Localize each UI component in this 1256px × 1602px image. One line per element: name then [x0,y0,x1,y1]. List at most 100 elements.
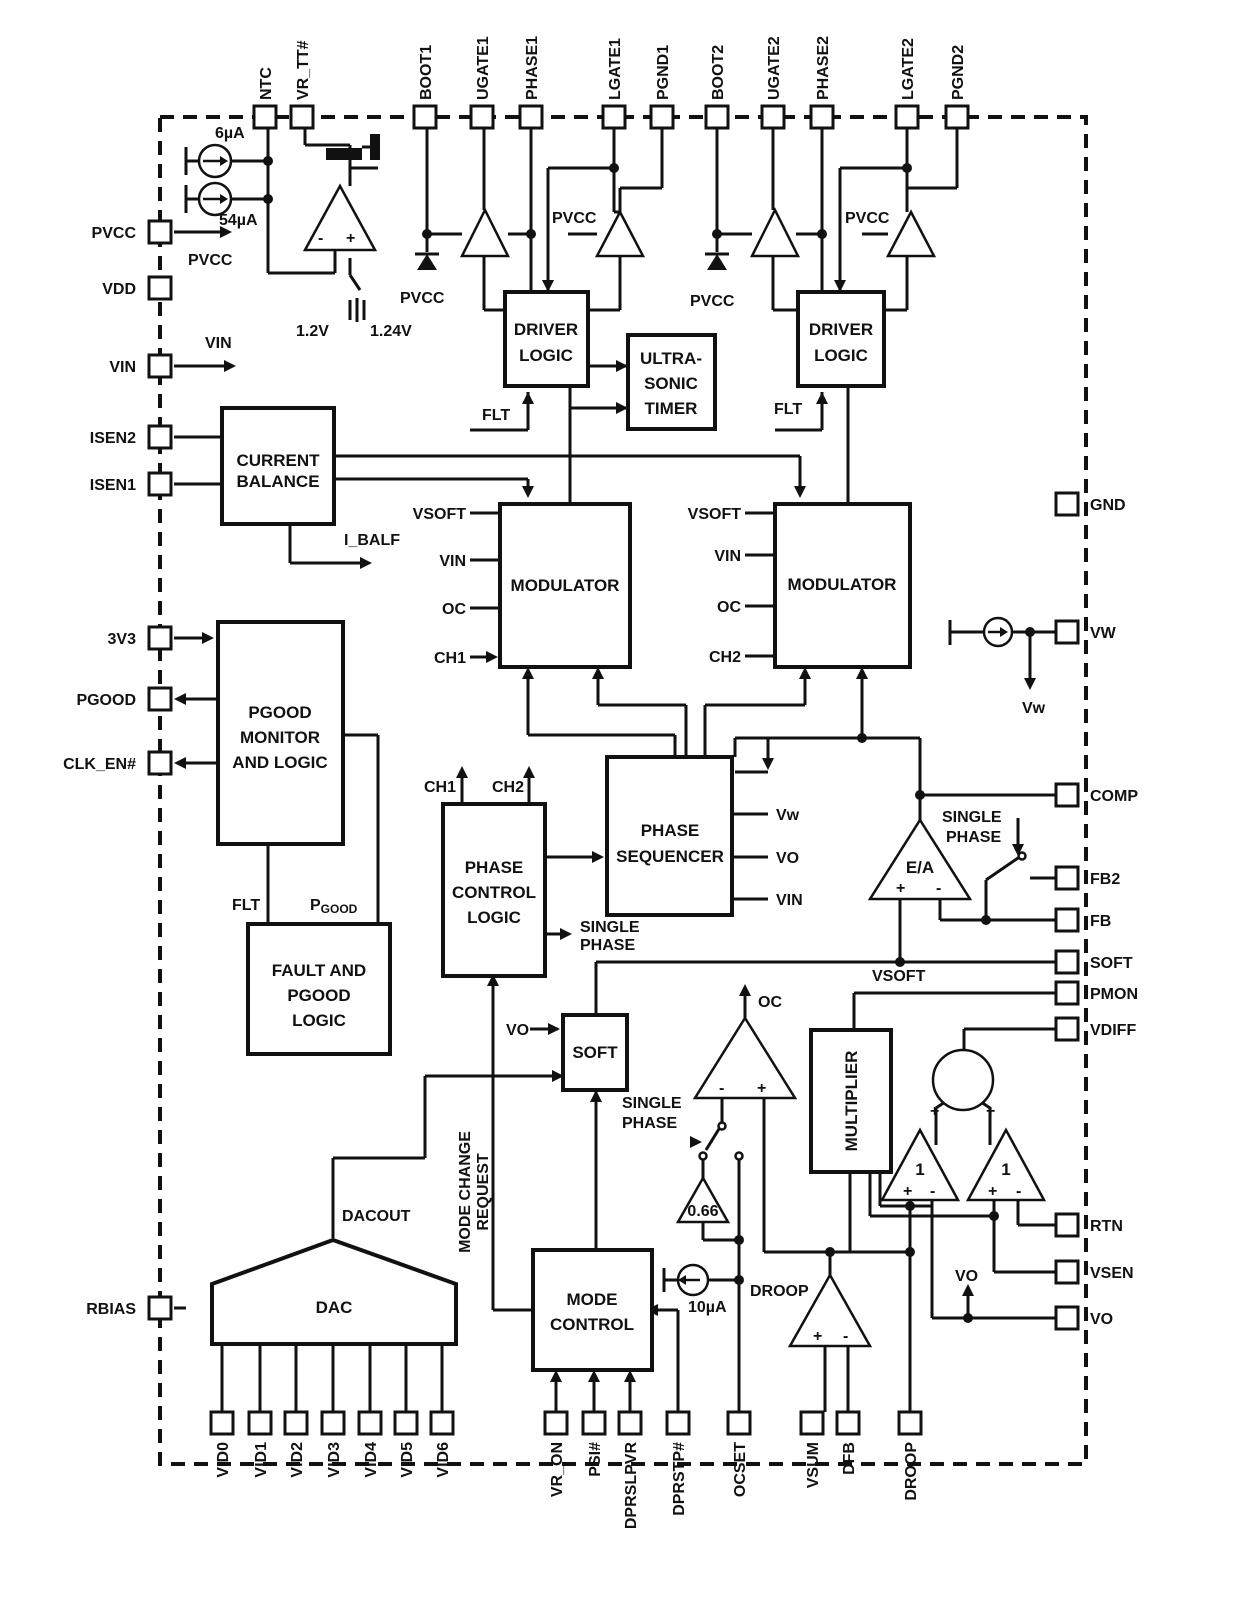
pin-label-gnd: GND [1090,497,1126,514]
multiplier-block [809,1028,893,1174]
pin-pgnd2 [944,104,970,130]
pin-ugate1 [469,104,495,130]
label-pvcc-diode2: PVCC [690,293,735,310]
ugate1-driver [459,207,511,258]
pin-label-dfb: DFB [841,1442,858,1475]
pin-ntc [252,104,278,130]
phase-control-block [441,802,547,978]
label-single-phase-sw-1: PHASE [946,829,1001,846]
oc-comp-plus: + [757,1080,766,1097]
label-vw-lower: Vw [1022,700,1046,717]
pin-label-vdd: VDD [102,281,136,298]
label-single-phase-sw-0: SINGLE [942,809,1002,826]
label-m1-vsoft: VSOFT [413,506,467,523]
dac-label: DAC [316,1298,353,1317]
pin-vr-tt [289,104,315,130]
pin-vid2 [283,1410,309,1436]
pin-label-vo: VO [1090,1311,1113,1328]
pin-vr-on [543,1410,569,1436]
multiplier-label: MULTIPLIER [842,1051,861,1152]
pin-isen1 [147,471,173,497]
gain-066-label: 0.66 [687,1203,718,1220]
ultrasonic-label-0: ULTRA- [640,349,702,368]
label-10ua: 10µA [688,1299,727,1316]
pin-vdd [147,275,173,301]
pin-vo [1054,1305,1080,1331]
soft-block [561,1013,629,1092]
pin-vid0 [209,1410,235,1436]
label-m1-vin: VIN [439,553,466,570]
label-1v24: 1.24V [370,323,412,340]
pin-label-vid4: VID4 [363,1442,380,1478]
label-flt-fault: FLT [232,897,260,914]
pin-label-vid0: VID0 [215,1442,232,1478]
ea-plus: + [896,880,905,897]
pin-lgate2 [894,104,920,130]
ultrasonic-label-1: SONIC [644,374,698,393]
driver-logic-1-label-1: LOGIC [519,346,573,365]
modulator-2-block [773,502,912,669]
label-pgood-fault: PGOOD [310,897,358,916]
pin-vid5 [393,1410,419,1436]
pin-label-vw: VW [1090,625,1117,642]
unity-amp-1 [879,1127,961,1202]
pin-label-lgate2: LGATE2 [900,38,917,100]
pin-vsen [1054,1259,1080,1285]
modulator-2-label: MODULATOR [788,575,897,594]
pin-clk-en [147,750,173,776]
pgood-monitor-label-1: MONITOR [240,728,320,747]
label-pvcc-out: PVCC [188,252,233,269]
pin-label-fb: FB [1090,913,1111,930]
current-balance-label-1: BALANCE [236,472,319,491]
svg-text:+: + [903,1183,912,1200]
phase-sequencer-label-0: PHASE [641,821,700,840]
pin-label-psi: PSI# [587,1442,604,1477]
label-m2-oc: OC [717,599,741,616]
junction-dots [263,156,1035,1323]
pin-label-ntc: NTC [258,67,275,100]
pin-label-boot2: BOOT2 [710,45,727,100]
driver-logic-2-label-0: DRIVER [809,320,873,339]
pin-label-phase1: PHASE1 [524,36,541,100]
pin-label-rbias: RBIAS [86,1301,136,1318]
pin-phase1 [518,104,544,130]
oc-comparator [692,1015,798,1100]
pin-label-ugate1: UGATE1 [475,36,492,100]
pin-label-isen2: ISEN2 [90,430,136,447]
pin-vin [147,353,173,379]
pin-pvcc [147,219,173,245]
modulator-1-block [498,502,632,669]
error-amplifier [867,817,973,901]
pin-rbias [147,1295,173,1321]
pin-droop [897,1410,923,1436]
label-single-phase-pcl-1: PHASE [580,937,635,954]
pin-boot1 [412,104,438,130]
pgood-monitor-label-0: PGOOD [248,703,311,722]
pin-fb2 [1054,865,1080,891]
label-single-phase-oc-1: PHASE [622,1115,677,1132]
unity-amp-2 [965,1127,1047,1202]
label-single-phase-pcl-0: SINGLE [580,919,640,936]
label-seq-vo: VO [776,850,799,867]
pin-label-vr-on: VR_ON [549,1442,566,1497]
gain-066-amp [675,1175,731,1224]
unity-amp-1-label: 1 [915,1160,924,1179]
label-seq-vw: Vw [776,807,800,824]
ea-minus: - [936,880,941,897]
label-ch2: CH2 [492,779,524,796]
pin-pgood [147,686,173,712]
label-m1-oc: OC [442,601,466,618]
fault-pgood-label-0: FAULT AND [272,961,366,980]
pgood-monitor-block [216,620,345,846]
current-balance-block [220,406,336,526]
pin-label-3v3: 3V3 [108,631,137,648]
pin-label-boot1: BOOT1 [418,45,435,100]
pin-boot2 [704,104,730,130]
pin-label-dprstp: DPRSTP# [671,1442,688,1516]
summing-node [931,1048,995,1112]
label-m2-vin: VIN [714,548,741,565]
pin-soft [1054,949,1080,975]
pin-dprslpvr [617,1410,643,1436]
transistor-icon [326,148,362,160]
